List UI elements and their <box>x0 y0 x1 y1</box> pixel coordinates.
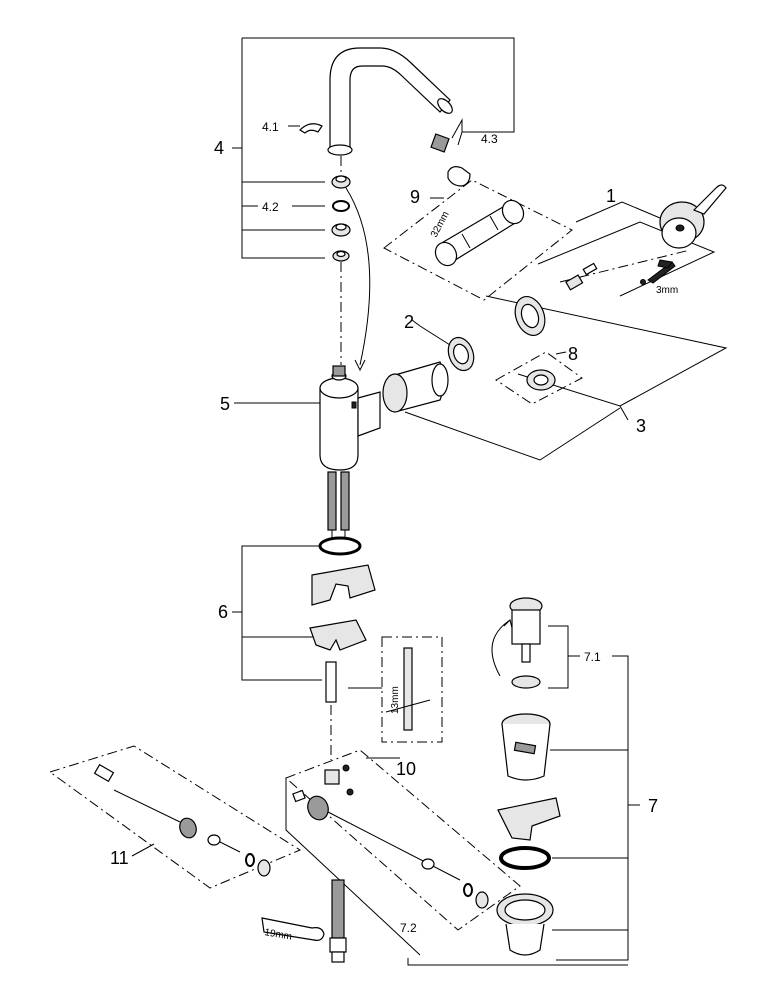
lever-handle <box>659 184 727 249</box>
supply-hoses <box>327 471 350 545</box>
clip-4-1 <box>299 123 323 134</box>
linkage-parts <box>292 764 489 909</box>
nut-stack <box>331 175 351 262</box>
drain-gasket <box>497 797 561 841</box>
label-6: 6 <box>218 602 228 622</box>
dim-wrench: 19mm <box>263 927 292 943</box>
drain-body <box>501 713 551 781</box>
tool-10-frame <box>381 636 443 743</box>
gasket-6 <box>311 564 376 606</box>
oring-6 <box>318 536 362 556</box>
popup-stopper <box>509 597 543 689</box>
label-4-3: 4.3 <box>481 132 498 146</box>
bracket-6 <box>309 619 367 651</box>
cartridge <box>382 361 449 413</box>
linkage-frame <box>285 749 521 931</box>
label-4: 4 <box>214 138 224 158</box>
tool-9 <box>434 199 525 267</box>
label-2: 2 <box>404 312 414 332</box>
label-1: 1 <box>606 186 616 206</box>
dim-hex-key: 3mm <box>656 285 678 296</box>
label-3: 3 <box>636 416 646 436</box>
flex-hose <box>329 879 347 963</box>
label-8: 8 <box>568 344 578 364</box>
hose-11-frame <box>48 745 302 889</box>
wrench <box>261 917 325 941</box>
label-7-1: 7.1 <box>584 650 601 664</box>
mixer-body <box>319 365 381 471</box>
set-screw <box>565 262 598 291</box>
label-10: 10 <box>396 759 416 779</box>
tool-9-frame <box>383 179 573 301</box>
label-7-2: 7.2 <box>400 921 417 935</box>
label-4-1: 4.1 <box>262 120 279 134</box>
hex-key <box>647 259 676 284</box>
tool-10 <box>385 647 431 731</box>
label-4-2: 4.2 <box>262 200 279 214</box>
drain-oring <box>499 846 551 870</box>
aerator-4-3 <box>430 133 471 187</box>
label-9: 9 <box>410 187 420 207</box>
dim-tool-10: 13mm <box>390 686 401 714</box>
threaded-rod <box>325 661 337 703</box>
drain-flange <box>496 893 554 956</box>
label-11: 11 <box>110 848 129 868</box>
label-5: 5 <box>220 394 230 414</box>
dim-tool-9: 32mm <box>429 210 452 240</box>
hose-11 <box>93 763 271 877</box>
label-7: 7 <box>648 796 658 816</box>
tool-8-frame <box>495 351 583 405</box>
spout-assembly <box>327 47 453 156</box>
